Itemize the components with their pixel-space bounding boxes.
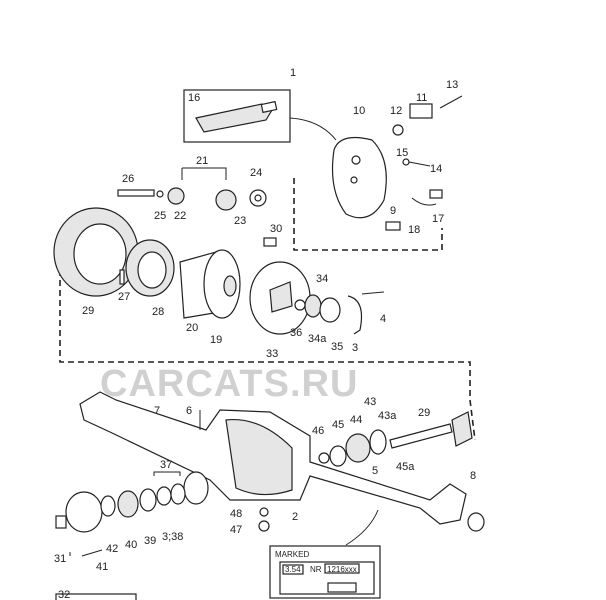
part-number-labels: 1 16 10 12 11 13 15 14 9 17 18 21 26 24 … bbox=[54, 67, 476, 600]
part-label: 12 bbox=[390, 105, 402, 117]
part-label: 16 bbox=[188, 92, 200, 104]
part-label: 35 bbox=[331, 341, 343, 353]
part-label: 45 bbox=[332, 419, 344, 431]
nr-label: NR bbox=[310, 565, 322, 574]
part-label: 24 bbox=[250, 167, 262, 179]
part-label: 20 bbox=[186, 322, 198, 334]
part-label: 26 bbox=[122, 173, 134, 185]
marking-plate: MARKED 3.54 NR 1216xxx bbox=[269, 509, 381, 599]
part-label: 46 bbox=[312, 425, 324, 437]
part-label: 4 bbox=[380, 313, 386, 325]
part-label: 5 bbox=[372, 465, 378, 477]
part-label: 10 bbox=[353, 105, 365, 117]
part-label: 40 bbox=[125, 539, 137, 551]
part-label: 15 bbox=[396, 147, 408, 159]
part-label: 13 bbox=[446, 79, 458, 91]
ring-gear-and-carrier bbox=[53, 207, 311, 335]
part-label: 41 bbox=[96, 561, 108, 573]
part-label: 11 bbox=[416, 92, 427, 104]
part-label: 21 bbox=[196, 155, 208, 167]
differential-gears bbox=[117, 167, 277, 247]
part-label: 30 bbox=[270, 223, 282, 235]
part-label: 36 bbox=[290, 327, 302, 339]
part-label: 8 bbox=[470, 470, 476, 482]
part-label: 23 bbox=[234, 215, 246, 227]
part-label: 9 bbox=[390, 205, 396, 217]
part-label: 43a bbox=[378, 410, 397, 422]
part-label: 44 bbox=[350, 414, 362, 426]
pinion-assembly bbox=[318, 411, 485, 532]
part-label: 1 bbox=[290, 67, 296, 79]
differential-cover bbox=[331, 95, 463, 231]
part-label: 17 bbox=[432, 213, 444, 225]
nr-value: 1216xxx bbox=[327, 565, 357, 574]
part-label: 7 bbox=[154, 405, 160, 417]
part-label: 29 bbox=[418, 407, 430, 419]
part-label: 47 bbox=[230, 524, 242, 536]
part-label: 19 bbox=[210, 334, 222, 346]
part-label: 3 bbox=[352, 342, 358, 354]
marked-title: MARKED bbox=[275, 550, 309, 559]
part-label: 22 bbox=[174, 210, 186, 222]
carrier-bearing bbox=[294, 291, 385, 335]
drive-flange-parts bbox=[55, 471, 270, 557]
part-label: 34 bbox=[316, 273, 328, 285]
part-label: 39 bbox=[144, 535, 156, 547]
part-label: 42 bbox=[106, 543, 118, 555]
next-box bbox=[55, 593, 137, 600]
part-label: 28 bbox=[152, 306, 164, 318]
part-label: 31 bbox=[54, 553, 66, 565]
part-label: 14 bbox=[430, 163, 442, 175]
part-label: 33 bbox=[266, 348, 278, 360]
watermark: CARCATS.RU bbox=[100, 363, 358, 405]
part-label: 6 bbox=[186, 405, 192, 417]
part-label: 48 bbox=[230, 508, 242, 520]
part-label: 32 bbox=[58, 589, 70, 600]
part-label: 3;38 bbox=[162, 531, 183, 543]
part-label: 2 bbox=[292, 511, 298, 523]
sealant-tube-box bbox=[183, 89, 337, 143]
part-label: 18 bbox=[408, 224, 420, 236]
part-label: 25 bbox=[154, 210, 166, 222]
axle-housing bbox=[79, 391, 467, 525]
part-label: 37 bbox=[160, 459, 172, 471]
part-label: 27 bbox=[118, 291, 130, 303]
ratio-value: 3.54 bbox=[285, 565, 301, 574]
part-label: 45a bbox=[396, 461, 415, 473]
part-label: 29 bbox=[82, 305, 94, 317]
part-label: 34a bbox=[308, 333, 327, 345]
part-label: 43 bbox=[364, 396, 376, 408]
